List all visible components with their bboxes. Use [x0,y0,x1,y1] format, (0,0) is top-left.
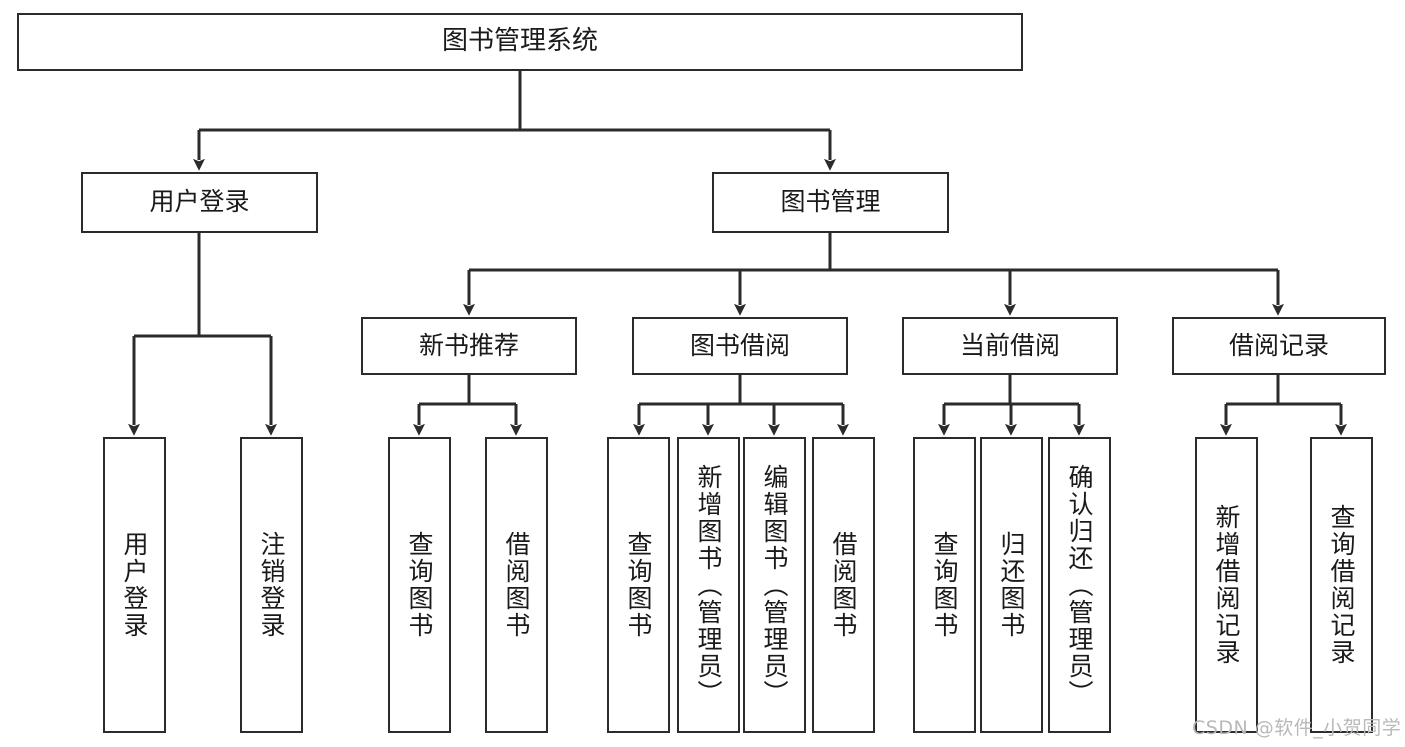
node-leaf-add-borrow-record-label: 新增借阅记录 [1212,504,1241,666]
node-book-borrow[interactable]: 图书借阅 [632,317,848,375]
node-leaf-add-book-admin[interactable]: 新增图书（管理员） [677,437,740,733]
node-leaf-query-book-1[interactable]: 查询图书 [388,437,451,733]
node-leaf-user-login-label: 用户登录 [120,531,149,639]
node-leaf-query-book-1-label: 查询图书 [405,531,434,639]
node-leaf-borrow-book-2-label: 借阅图书 [829,531,858,639]
node-user-login[interactable]: 用户登录 [81,172,318,233]
node-leaf-add-borrow-record[interactable]: 新增借阅记录 [1195,437,1258,733]
node-leaf-edit-book-admin[interactable]: 编辑图书（管理员） [743,437,806,733]
node-book-management-label: 图书管理 [780,187,881,217]
node-leaf-query-borrow-record[interactable]: 查询借阅记录 [1310,437,1373,733]
node-borrow-record[interactable]: 借阅记录 [1172,317,1386,375]
watermark: CSDN @软件_小贺同学 [1192,717,1402,739]
node-leaf-query-book-3[interactable]: 查询图书 [913,437,976,733]
node-leaf-query-book-3-label: 查询图书 [930,531,959,639]
node-leaf-logout[interactable]: 注销登录 [240,437,303,733]
node-leaf-confirm-return-admin[interactable]: 确认归还（管理员） [1048,437,1111,733]
node-new-book-recommend-label: 新书推荐 [418,330,519,360]
node-leaf-user-login[interactable]: 用户登录 [103,437,166,733]
node-book-borrow-label: 图书借阅 [689,330,790,360]
node-current-borrow-label: 当前借阅 [959,330,1060,360]
node-leaf-return-book-label: 归还图书 [997,531,1026,639]
node-root[interactable]: 图书管理系统 [17,13,1023,71]
node-book-management[interactable]: 图书管理 [712,172,949,233]
node-leaf-add-book-admin-label: 新增图书（管理员） [694,463,723,707]
node-user-login-label: 用户登录 [149,187,250,217]
node-leaf-borrow-book-2[interactable]: 借阅图书 [812,437,875,733]
node-root-label: 图书管理系统 [441,26,598,57]
node-leaf-edit-book-admin-label: 编辑图书（管理员） [760,463,789,707]
node-borrow-record-label: 借阅记录 [1228,330,1329,360]
node-leaf-return-book[interactable]: 归还图书 [980,437,1043,733]
node-current-borrow[interactable]: 当前借阅 [902,317,1118,375]
node-leaf-borrow-book-1-label: 借阅图书 [502,531,531,639]
node-leaf-query-book-2-label: 查询图书 [624,531,653,639]
node-new-book-recommend[interactable]: 新书推荐 [361,317,577,375]
node-leaf-confirm-return-admin-label: 确认归还（管理员） [1065,463,1094,707]
node-leaf-borrow-book-1[interactable]: 借阅图书 [485,437,548,733]
node-leaf-query-borrow-record-label: 查询借阅记录 [1327,504,1356,666]
node-leaf-query-book-2[interactable]: 查询图书 [607,437,670,733]
node-leaf-logout-label: 注销登录 [257,531,286,639]
